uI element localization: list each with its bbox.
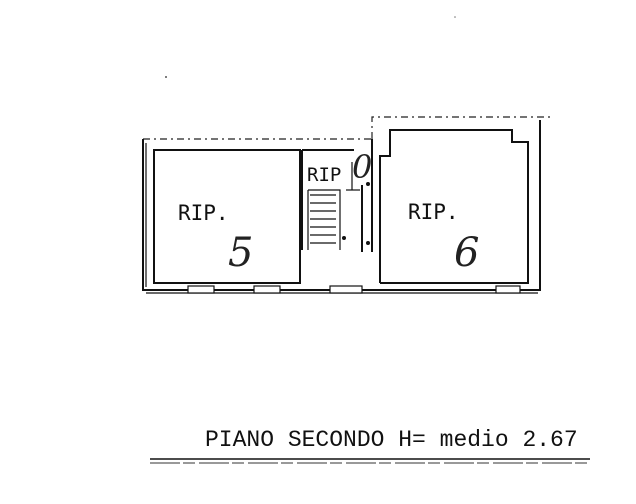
speck — [165, 76, 167, 78]
room-5-walls — [153, 149, 301, 284]
plan-caption: PIANO SECONDO H= medio 2.67 — [205, 427, 578, 453]
room-stair-label: RIP — [307, 164, 341, 186]
room-6-walls — [379, 129, 529, 284]
boundary-line — [143, 116, 550, 140]
stair-treads — [307, 190, 336, 250]
windows — [187, 285, 521, 294]
room-6-number: 6 — [454, 230, 479, 276]
room-stair-number: 0 — [352, 148, 372, 186]
room-6-label: RIP. — [408, 200, 459, 224]
room-5-number: 5 — [228, 230, 253, 276]
partition-walls — [342, 139, 373, 252]
stair-core — [301, 149, 360, 250]
speck — [454, 16, 456, 18]
caption-underline — [150, 458, 590, 464]
room-5-label: RIP. — [178, 201, 229, 225]
